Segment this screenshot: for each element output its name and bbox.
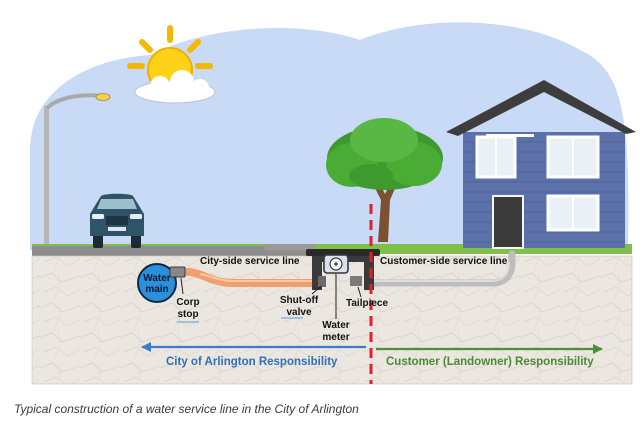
corp-stop-label-line2: stop xyxy=(177,309,199,320)
water-main-label-line2: main xyxy=(145,284,169,295)
corp-stop-label: Corp stop xyxy=(172,297,204,321)
curb xyxy=(265,244,315,250)
street-lamp-icon xyxy=(40,93,111,251)
figure-caption: Typical construction of a water service … xyxy=(14,402,359,416)
soil xyxy=(31,255,633,385)
tree-icon xyxy=(326,118,443,242)
corp-stop-pointer xyxy=(180,277,184,295)
water-meter-label: Water meter xyxy=(316,320,356,344)
car-icon xyxy=(90,193,144,248)
corp-stop-icon xyxy=(169,266,186,278)
customer-side-pipe xyxy=(364,250,516,287)
water-meter-label-line1: Water xyxy=(322,320,350,331)
road xyxy=(32,246,312,256)
corp-stop-label-line1: Corp xyxy=(176,297,200,308)
water-meter-label-line2: meter xyxy=(322,332,350,343)
customer-responsibility-label: Customer (Landowner) Responsibility xyxy=(386,356,594,368)
shutoff-valve-label: Shut-off valve xyxy=(274,295,324,319)
water-main-label-line1: Water xyxy=(143,273,171,284)
city-side-pipe xyxy=(178,267,316,287)
city-side-line-label: City-side service line xyxy=(200,256,300,267)
tailpiece-label: Tailpiece xyxy=(346,298,389,309)
house-icon xyxy=(446,80,636,249)
shutoff-valve-label-line1: Shut-off xyxy=(279,295,319,306)
shutoff-valve-label-line2: valve xyxy=(286,307,312,318)
shutoff-valve-pointer xyxy=(311,285,322,295)
cloud-icon xyxy=(134,70,216,104)
city-responsibility-label: City of Arlington Responsibility xyxy=(166,356,338,368)
water-main-icon xyxy=(137,263,177,303)
water-main-label: Water main xyxy=(140,273,174,295)
customer-side-line-label: Customer-side service line xyxy=(380,256,508,267)
tailpiece-pointer xyxy=(357,286,362,298)
water-meter-icon xyxy=(323,254,349,274)
